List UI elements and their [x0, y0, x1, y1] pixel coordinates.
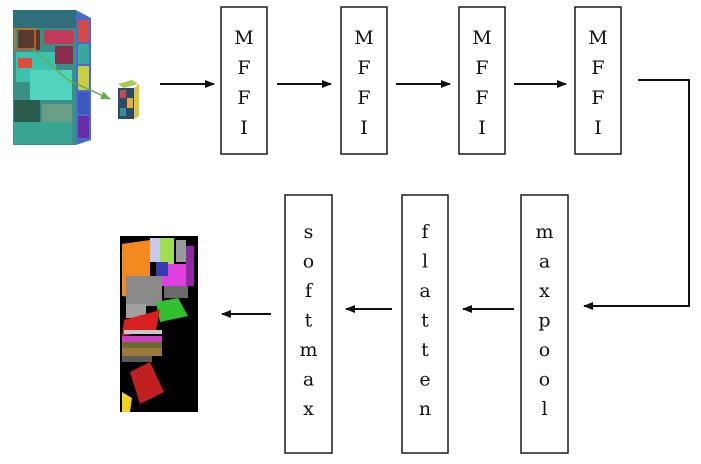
softmax-block-letter: f: [305, 280, 314, 302]
maxpool-block-letter: o: [539, 339, 550, 361]
flatten-block-letter: l: [422, 251, 428, 273]
maxpool-block-frame: [520, 194, 569, 454]
flatten-block-frame: [401, 194, 449, 454]
maxpool-block-letter: a: [539, 251, 550, 273]
softmax-block-letter: a: [303, 369, 314, 391]
maxpool-block-letter: x: [539, 280, 550, 302]
mffi-block-1-letter: F: [237, 87, 250, 109]
input-patch-cube: [118, 80, 139, 119]
maxpool-block-letter: o: [539, 369, 550, 391]
flatten-block-letter: e: [419, 369, 430, 391]
mffi-block-4-letter: M: [588, 27, 607, 49]
mffi-block-2-letter: M: [354, 27, 373, 49]
mffi-block-3-letter: I: [478, 117, 486, 139]
flatten-block-letter: f: [421, 221, 430, 243]
mffi-block-3-frame: [458, 6, 506, 155]
mffi-block-3-letter: F: [475, 57, 488, 79]
mffi-block-1-letter: I: [240, 117, 248, 139]
mffi-block-2-frame: [340, 6, 388, 155]
mffi-block-2-letter: F: [357, 87, 370, 109]
mffi-block-4-letter: I: [594, 117, 602, 139]
mffi-block-3-letter: F: [475, 87, 488, 109]
softmax-block-letter: o: [303, 251, 314, 273]
mffi-block-2-letter: F: [357, 57, 370, 79]
mffi-block-1-frame: [220, 6, 268, 155]
patch-extraction-arrow: [31, 47, 111, 100]
maxpool-block-letter: m: [535, 221, 553, 243]
output-classification-map: [120, 236, 198, 412]
flatten-block-letter: n: [419, 398, 431, 420]
softmax-block-letter: t: [305, 310, 313, 332]
input-hyperspectral-cube-image: [13, 10, 91, 145]
mffi-block-4-frame: [574, 6, 622, 155]
maxpool-block-letter: p: [538, 310, 550, 332]
mffi-block-4-letter: F: [591, 87, 604, 109]
softmax-block-letter: x: [303, 398, 314, 420]
mffi-block-2-letter: I: [360, 117, 368, 139]
softmax-block-letter: m: [299, 339, 317, 361]
mffi-block-1-letter: M: [234, 27, 253, 49]
flatten-block-letter: t: [421, 310, 429, 332]
flatten-block-letter: t: [421, 339, 429, 361]
mffi-block-3-letter: M: [472, 27, 491, 49]
arrow-mffi-4-to-maxpool: [583, 79, 690, 310]
softmax-block-letter: s: [304, 221, 314, 243]
flatten-block-letter: a: [419, 280, 430, 302]
mffi-block-1-letter: F: [237, 57, 250, 79]
softmax-block-frame: [284, 194, 333, 454]
mffi-block-4-letter: F: [591, 57, 604, 79]
maxpool-block-letter: l: [541, 398, 547, 420]
